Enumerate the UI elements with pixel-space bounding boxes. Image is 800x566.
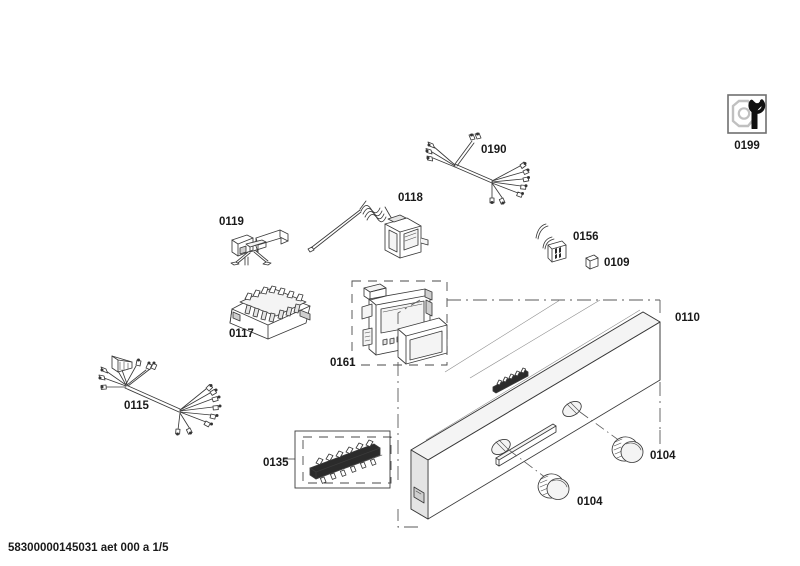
legend-icon-0199: 0199 (727, 94, 767, 152)
knob-hole-left (491, 439, 511, 455)
part-label-0110: 0110 (675, 312, 700, 324)
terminal-pins-b (244, 303, 301, 323)
strip-terminals (315, 439, 374, 466)
part-label-0118: 0118 (398, 192, 424, 204)
part-label-0104-left: 0104 (577, 496, 603, 508)
terminal-group-0115-right (175, 383, 222, 436)
part-0109-block: 0109 (585, 254, 630, 270)
strip-leads (319, 458, 377, 484)
leader-line-knob-right (579, 411, 621, 442)
part-label-0109: 0109 (604, 257, 630, 269)
group-box-0135 (294, 430, 391, 489)
terminal-group-right (489, 161, 531, 205)
knob-knurl-right (613, 438, 625, 459)
terminal-pins-a (244, 285, 304, 302)
part-label-0104-right: 0104 (650, 450, 676, 462)
terminal-group-up (468, 132, 482, 141)
wrench-icon (748, 99, 766, 129)
part-label-0135: 0135 (263, 457, 289, 469)
leader-line-knob-left (508, 449, 547, 479)
group-boundary-0110 (397, 299, 661, 528)
part-label-0190: 0190 (481, 144, 507, 156)
capillary-coil (359, 200, 390, 223)
part-label-0156: 0156 (573, 231, 599, 243)
group-boundary-0161 (351, 280, 448, 366)
part-0161-group: 0161 (330, 280, 448, 369)
panel-left-edge (410, 449, 429, 520)
terminal-group-0115-left (98, 358, 158, 390)
part-0110-control-panel: 0110 (410, 299, 700, 520)
part-0115-harness: 0115 (98, 355, 222, 436)
part-label-0115: 0115 (124, 400, 150, 412)
footer-document-code: 58300000145031 aet 000 a 1/5 (8, 542, 169, 554)
part-0104-knob-left: 0104 (537, 473, 603, 508)
part-0135-group: 0135 (263, 430, 392, 489)
group-boundary-0135 (302, 436, 392, 484)
part-0117-terminal-block: 0117 (229, 285, 311, 340)
part-label-0119: 0119 (219, 216, 244, 228)
part-0104-knob-right: 0104 (611, 436, 676, 463)
part-0156-connector: 0156 (535, 223, 599, 263)
part-label-0117: 0117 (229, 328, 254, 340)
terminal-group-left (425, 141, 435, 162)
part-0190-harness: 0190 (425, 132, 531, 205)
part-0119-bracket: 0119 (219, 216, 289, 266)
knob-hole-right (562, 401, 582, 417)
part-label-0199: 0199 (734, 140, 760, 152)
part-label-0161: 0161 (330, 357, 356, 369)
part-0118-thermostat: 0118 (307, 192, 429, 259)
panel-connector-strip (492, 367, 529, 394)
